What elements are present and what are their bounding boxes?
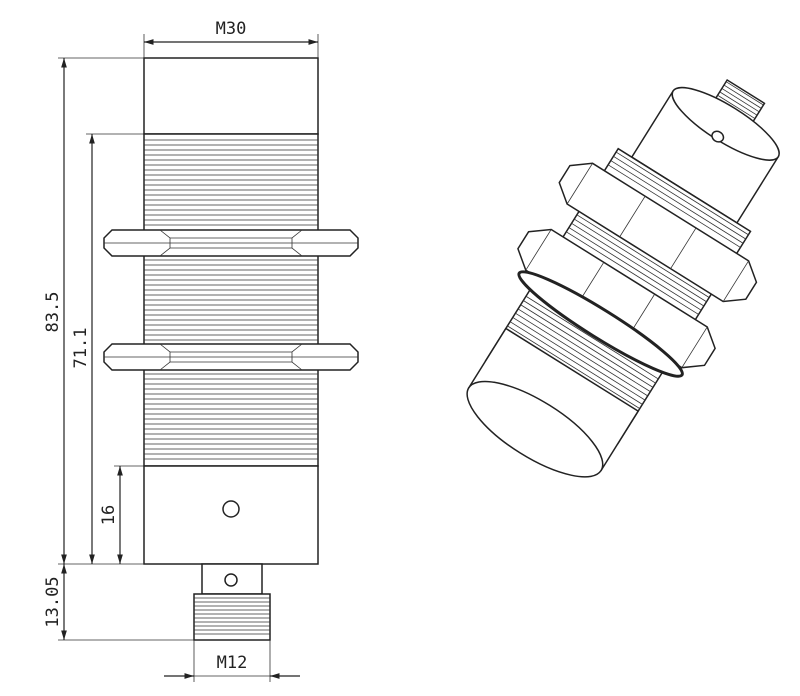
connector-thread — [193, 593, 271, 641]
lower-nut — [103, 343, 359, 371]
isometric-view — [466, 78, 780, 478]
thread-line — [525, 295, 659, 380]
dim-housing-length: 16 — [99, 505, 119, 525]
thread-line — [613, 155, 746, 240]
thread-line — [523, 300, 656, 384]
thread-line — [721, 88, 760, 113]
thread-line — [568, 227, 702, 311]
thread-line — [515, 312, 648, 397]
thread-line — [509, 321, 643, 405]
thread-line — [615, 151, 749, 236]
dim-overall-length: 83.5 — [43, 292, 63, 333]
thread-line — [725, 81, 764, 106]
thread-line — [520, 304, 654, 388]
connector-hole — [224, 573, 238, 587]
thread-line — [574, 218, 707, 303]
thread-line — [610, 160, 744, 244]
thread-line — [566, 231, 699, 315]
led-window — [222, 500, 240, 518]
thread-line — [571, 222, 705, 307]
dimensions: M30 83.5 71.1 16 13.05 M12 — [43, 19, 319, 682]
thread-lines — [144, 139, 318, 460]
thread-line — [607, 164, 741, 248]
thread-line — [717, 94, 756, 119]
thread-line — [723, 84, 762, 109]
connector-thread-lines — [194, 597, 270, 635]
thread-line — [517, 308, 651, 392]
sensing-face — [143, 57, 319, 135]
upper-nut — [103, 229, 359, 257]
dim-m12: M12 — [217, 653, 248, 673]
thread-line — [507, 325, 640, 409]
dim-m30: M30 — [216, 19, 247, 39]
dim-thread-length: 71.1 — [71, 328, 91, 369]
front-view — [103, 57, 359, 641]
thread-line — [512, 317, 646, 401]
thread-line — [719, 91, 758, 116]
dim-connector-length: 13.05 — [43, 576, 63, 627]
thread-line — [576, 214, 710, 298]
